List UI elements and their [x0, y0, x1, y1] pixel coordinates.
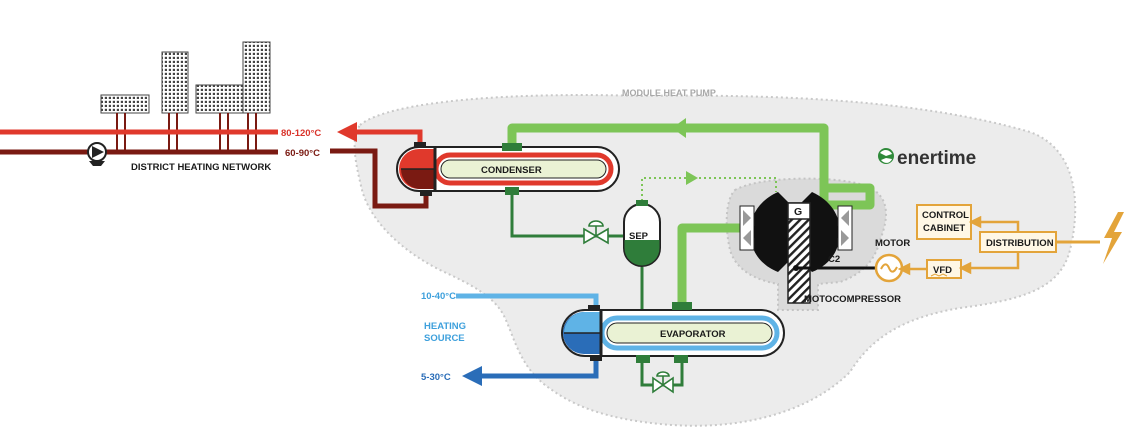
flow-arrow: [686, 171, 698, 185]
separator: SEP: [623, 200, 661, 267]
sep-label: SEP: [629, 231, 649, 242]
control-cabinet: [916, 204, 972, 240]
module-heat-pump-label: MODULE HEAT PUMP: [622, 88, 716, 98]
vfd-label: VFD: [933, 265, 952, 276]
motocompressor-label: MOTOCOMPRESSOR: [804, 294, 901, 305]
low-pressure-vapor-line: [677, 223, 746, 306]
compressor-out-line: [824, 183, 875, 210]
return-water-in-pipe: [330, 148, 429, 209]
valve-icon: [652, 371, 674, 394]
distribution-label: DISTRIBUTION: [986, 238, 1054, 249]
source-cold-temp-label: 5-30°C: [421, 372, 451, 383]
district-heating-network-label: DISTRICT HEATING NETWORK: [131, 162, 271, 173]
enertime-logo-icon: [878, 148, 894, 164]
control-cabinet-label-line1: CONTROL: [922, 210, 969, 221]
flow-arrow: [672, 118, 686, 138]
hot-vapor-line: [507, 123, 829, 205]
electrical-system: CONTROL CABINET DISTRIBUTION VFD: [897, 204, 1124, 279]
valve-icon: [583, 220, 609, 245]
condenser-label: CONDENSER: [481, 165, 542, 176]
temp-supply-label: 80-120°C: [281, 128, 321, 139]
generator-label: G: [794, 206, 802, 218]
module-heat-pump-area: [353, 94, 1077, 427]
flash-gas-line: [641, 177, 777, 206]
motor-label: MOTOR: [875, 238, 910, 249]
heating-source-label-line1: HEATING: [424, 321, 466, 332]
brand-name: enertime: [897, 148, 976, 169]
condenser: CONDENSER: [396, 142, 620, 196]
building-icon: [100, 94, 150, 114]
buildings: [100, 41, 271, 152]
building-icon: [161, 51, 189, 114]
evaporator: EVAPORATOR: [561, 302, 785, 363]
motocompressor: G C2: [739, 192, 853, 304]
source-hot-temp-label: 10-40°C: [421, 291, 456, 302]
motor-icon: [874, 253, 904, 283]
pump-icon: [87, 142, 107, 166]
heating-source-label-line2: SOURCE: [424, 333, 465, 344]
lightning-icon: [1103, 212, 1124, 264]
building-icon: [242, 41, 271, 114]
source-hot-in-pipe: [456, 293, 599, 305]
source-cold-out-pipe: [462, 361, 599, 386]
c2-label: C2: [828, 254, 840, 265]
temp-return-label: 60-90°C: [285, 148, 320, 159]
evaporator-label: EVAPORATOR: [660, 329, 726, 340]
control-cabinet-label-line2: CABINET: [923, 223, 965, 234]
